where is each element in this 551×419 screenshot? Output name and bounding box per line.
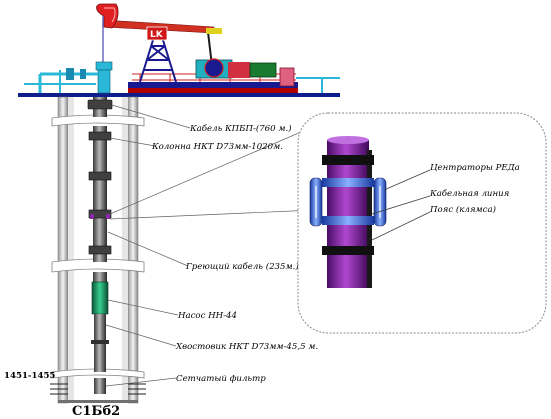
leader-lines — [105, 104, 316, 387]
tubing-column — [93, 126, 107, 262]
tubing-lower — [93, 272, 107, 282]
lukoil-logo-icon — [146, 26, 168, 41]
surface-equipment: LK — [18, 3, 340, 97]
casing-left — [57, 96, 69, 404]
detail-centralizer — [309, 177, 387, 227]
label-mesh-filter: Сетчатый фильтр — [176, 374, 266, 384]
crank-wheel — [204, 58, 224, 78]
pumpjack-base — [128, 82, 298, 88]
label-belt: Пояс (клямса) — [429, 204, 496, 215]
detail-tubing-top — [327, 136, 369, 144]
logo-text: LK — [150, 30, 164, 40]
equalizer — [206, 28, 222, 34]
wellhead — [24, 61, 113, 94]
casing-inner-left — [68, 97, 74, 403]
label-pump: Насос НН-44 — [177, 311, 237, 321]
label-cable-kpbp: Кабель КПБП-(760 м.) — [189, 123, 292, 134]
well-bore — [50, 96, 146, 404]
motor — [249, 62, 277, 78]
centralizer-marks — [90, 214, 110, 219]
detail-callout: Центраторы РЕДа Кабельная линия Пояс (кл… — [297, 112, 547, 334]
label-tail-nkt: Хвостовик НКТ D73мм-45,5 м. — [175, 342, 318, 352]
label-column-nkt: Колонна НКТ D73мм-1020м. — [151, 142, 283, 152]
counterweight — [228, 62, 250, 78]
horsehead — [96, 3, 119, 29]
label-heating-cable: Греющий кабель (235м.) — [185, 261, 299, 272]
ground-line — [18, 93, 340, 97]
label-cable-line: Кабельная линия — [429, 188, 510, 199]
detail-bands — [322, 155, 374, 255]
well-bottom — [58, 400, 138, 403]
tail-coupling — [91, 340, 109, 344]
samson-post — [139, 23, 177, 83]
control-cabinet — [279, 67, 295, 87]
break-marks — [51, 114, 145, 379]
horsehead-highlight — [104, 7, 116, 23]
perforations — [50, 383, 146, 395]
label-formation: С1Бб2 — [72, 404, 120, 419]
pump-body — [91, 281, 109, 315]
label-centralizers: Центраторы РЕДа — [430, 163, 520, 173]
mesh-filter — [94, 378, 106, 394]
label-depth: 1451-1455 — [4, 371, 55, 381]
base-stripe — [128, 88, 298, 93]
casing-inner-right — [122, 97, 128, 403]
detail-pointers — [371, 169, 431, 241]
tubing-couplings — [87, 99, 113, 255]
